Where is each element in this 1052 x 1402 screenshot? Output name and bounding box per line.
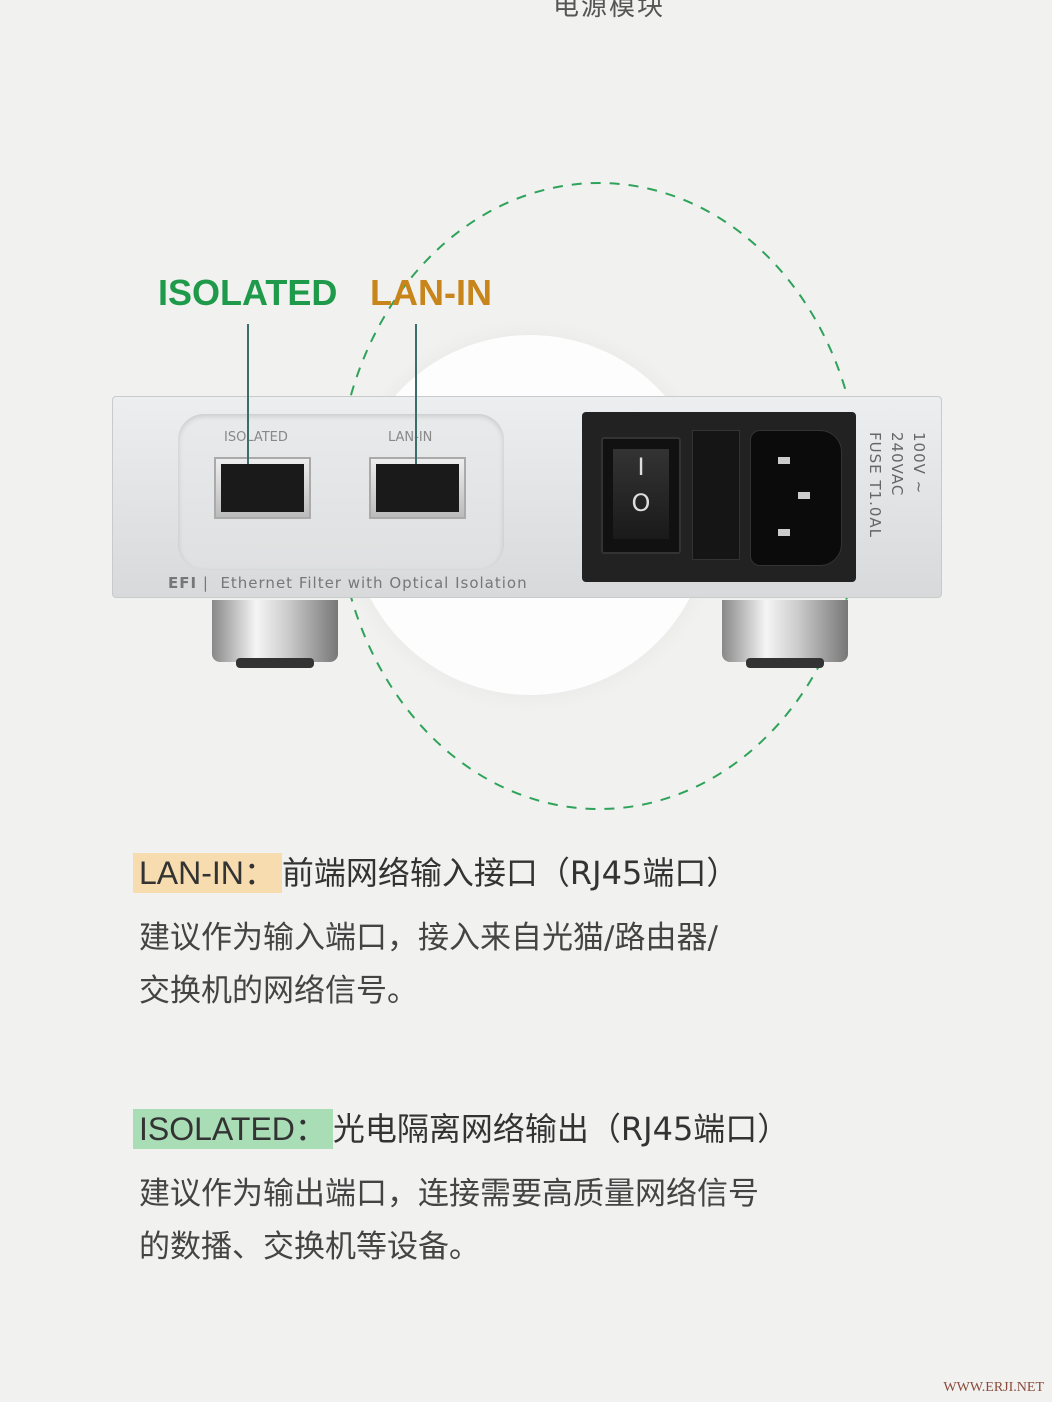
voltage-text: 100V ~ 240VAC	[888, 432, 928, 497]
lan-in-tag: LAN-IN：	[133, 853, 282, 893]
isolated-tag: ISOLATED：	[133, 1109, 333, 1149]
isolated-description: 建议作为输出端口，连接需要高质量网络信号的数播、交换机等设备。	[139, 1168, 899, 1274]
socket-pin	[778, 529, 790, 536]
switch-on-mark: I	[637, 453, 645, 481]
port-label-lan-in: LAN-IN	[388, 430, 433, 445]
switch-off-mark: O	[631, 489, 651, 517]
device-foot	[212, 600, 338, 668]
heading-text: 前端网络输入接口（RJ45端口）	[281, 854, 739, 892]
desc-line: 建议作为输出端口，连接需要高质量网络信号	[139, 1176, 759, 1212]
tagline: Ethernet Filter with Optical Isolation	[220, 574, 528, 592]
heading-text: 光电隔离网络输出（RJ45端口）	[332, 1110, 790, 1148]
socket-pin	[778, 457, 790, 464]
callout-isolated: ISOLATED	[158, 272, 338, 313]
device-tagline: EFI | Ethernet Filter with Optical Isola…	[168, 574, 528, 592]
callout-line	[415, 324, 417, 464]
callout-line	[247, 324, 249, 464]
callout-lan-in: LAN-IN	[370, 272, 492, 313]
watermark: WWW.ERJI.NET	[943, 1380, 1044, 1395]
desc-line: 建议作为输入端口，接入来自光猫/路由器/	[139, 920, 718, 956]
brand: EFI	[168, 574, 198, 592]
socket-pin	[798, 492, 810, 499]
desc-line: 交换机的网络信号。	[139, 973, 418, 1009]
section-title: 电源模块	[553, 0, 666, 22]
port-label-isolated: ISOLATED	[224, 430, 288, 445]
isolated-heading: ISOLATED：光电隔离网络输出（RJ45端口）	[133, 1104, 789, 1150]
fuse-text: FUSE T1.0AL	[866, 432, 884, 539]
rj45-port-lan-in	[369, 457, 466, 519]
rj45-port-isolated	[214, 457, 311, 519]
fuse-holder	[692, 430, 740, 560]
lan-in-heading: LAN-IN：前端网络输入接口（RJ45端口）	[133, 848, 738, 894]
lan-in-description: 建议作为输入端口，接入来自光猫/路由器/交换机的网络信号。	[139, 912, 899, 1018]
desc-line: 的数播、交换机等设备。	[139, 1229, 480, 1265]
iec-power-socket	[750, 430, 842, 566]
device-foot	[722, 600, 848, 668]
